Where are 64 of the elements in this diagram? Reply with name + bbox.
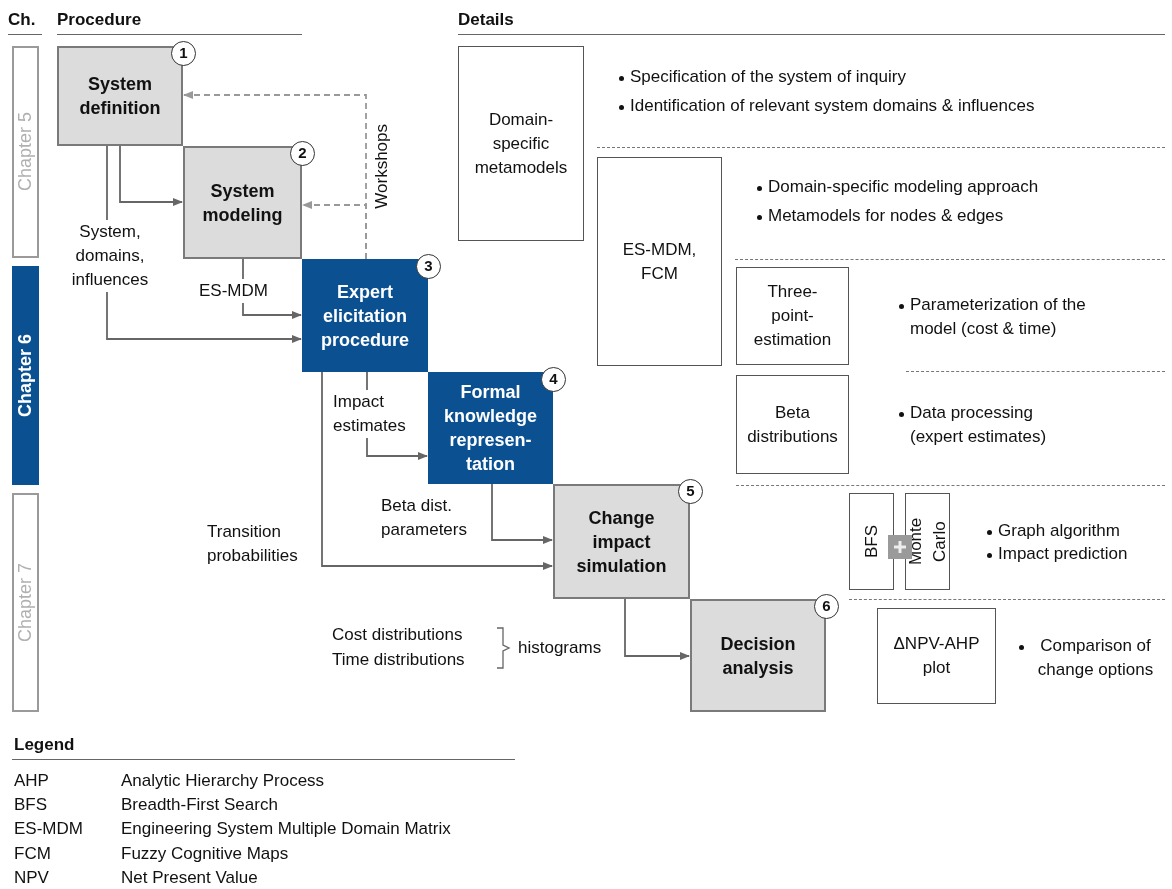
arrow (119, 145, 183, 206)
node-label: Three-point-estimation (752, 281, 833, 351)
edge-label: Workshops (371, 124, 392, 209)
step-number: 6 (814, 594, 839, 619)
edge-label: ES-MDM (199, 279, 268, 303)
bullet-text: Impact prediction (998, 543, 1129, 565)
bullet-text: Domain-specific modeling approach (768, 176, 1040, 198)
bullet-text: Graph algorithm (998, 520, 1121, 542)
step-number: 5 (678, 479, 703, 504)
bullet-text: Specification of the system of inquiry (630, 66, 907, 88)
chapter-band (12, 493, 39, 712)
step-number: 4 (541, 367, 566, 392)
section-heading: Procedure (57, 9, 142, 31)
detail-box (597, 157, 722, 366)
legend-text: FCM (14, 843, 51, 865)
legend-text: ES-MDM (14, 818, 83, 840)
bullet-text: Metamodels for nodes & edges (768, 205, 1005, 227)
legend-text: Fuzzy Cognitive Maps (121, 843, 289, 865)
detail-box (877, 608, 996, 704)
bullet-text: Data processing (expert estimates) (910, 402, 1048, 448)
bullet-text: Comparison of change options (1036, 635, 1155, 681)
detail-box (458, 46, 584, 241)
node-label: System modeling (201, 179, 284, 227)
node-label: Chapter 5 (15, 112, 36, 192)
bullet-text: Identification of relevant system domains & influences (630, 95, 1036, 117)
detail-box (849, 493, 894, 590)
node-label: Chapter 6 (15, 334, 36, 417)
node-label: Monte Carlo (904, 516, 950, 568)
arrow (491, 483, 553, 544)
bullet-text: Parameterization of the model (cost & time) (910, 294, 1087, 340)
node-label: BFS (860, 524, 882, 559)
node-label: Change impact simulation (575, 506, 668, 578)
node-label: Formal knowledge represen-tation (443, 381, 538, 476)
legend-text: BFS (14, 794, 48, 816)
legend-text: Breadth-First Search (121, 794, 278, 816)
node-label: ΔNPV-AHP plot (892, 633, 981, 679)
node-label: Decision analysis (719, 632, 797, 680)
section-heading: Legend (14, 734, 75, 756)
node-label: Chapter 7 (15, 562, 36, 643)
node-label: ES-MDM, FCM (621, 238, 698, 285)
arrow (321, 371, 553, 570)
section-heading: Details (458, 9, 514, 31)
step-number: 2 (290, 141, 315, 166)
node-label: Domain-specific metamodels (473, 108, 569, 179)
legend-text: NPV (14, 867, 49, 889)
chapter-band (12, 46, 39, 258)
arrow (624, 598, 690, 660)
section-heading: Ch. (8, 9, 36, 31)
note-text: Cost distributions (332, 624, 463, 646)
step-number: 1 (171, 41, 196, 66)
detail-box (736, 267, 849, 365)
legend-text: Engineering System Multiple Domain Matrix (121, 818, 451, 840)
legend-text: Net Present Value (121, 867, 258, 889)
step-number: 3 (416, 254, 441, 279)
note-text: Time distributions (332, 649, 465, 671)
dashed-arrow (183, 91, 367, 260)
chapter-band (12, 266, 39, 485)
legend-text: Analytic Hierarchy Process (121, 770, 325, 792)
detail-box (736, 375, 849, 474)
node-label: System definition (78, 73, 162, 120)
node-label: Expert elicitation procedure (320, 280, 410, 352)
legend-text: AHP (14, 770, 49, 792)
node-label: Beta distributions (747, 401, 838, 448)
detail-box (905, 493, 950, 590)
